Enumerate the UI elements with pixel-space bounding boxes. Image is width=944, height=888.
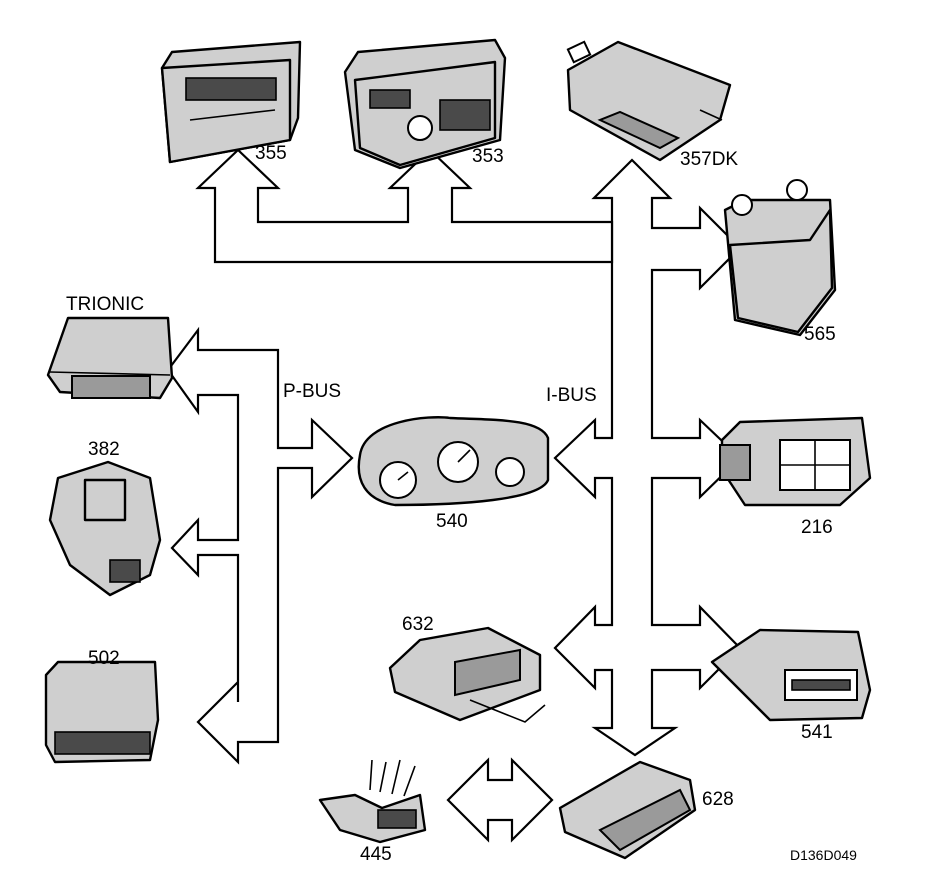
module-540-label: 540 bbox=[436, 511, 468, 532]
module-355-drawing bbox=[160, 40, 302, 164]
module-trionic-drawing bbox=[46, 316, 174, 400]
module-353-drawing bbox=[343, 38, 507, 170]
figure-code: D136D049 bbox=[790, 847, 857, 863]
module-541-label: 541 bbox=[801, 722, 833, 743]
module-216-label: 216 bbox=[801, 517, 833, 538]
module-382-drawing bbox=[48, 460, 162, 597]
module-216-drawing bbox=[719, 416, 872, 507]
module-353-label: 353 bbox=[472, 146, 504, 167]
module-445-drawing bbox=[318, 759, 427, 844]
top-bus-bar bbox=[195, 148, 614, 264]
p-bus-trunk bbox=[166, 326, 354, 765]
module-540-drawing bbox=[357, 416, 550, 507]
module-502-drawing bbox=[44, 660, 160, 764]
module-541-drawing bbox=[710, 628, 872, 722]
module-445-label: 445 bbox=[360, 844, 392, 865]
p-bus-network bbox=[166, 326, 354, 765]
module-382-label: 382 bbox=[88, 439, 120, 460]
module-628-label: 628 bbox=[702, 789, 734, 810]
module-565-drawing bbox=[723, 179, 837, 337]
module-trionic-label: TRIONIC bbox=[66, 294, 145, 315]
module-632-drawing bbox=[388, 626, 546, 723]
module-565-label: 565 bbox=[804, 324, 836, 345]
p-bus-label: P-BUS bbox=[283, 381, 342, 402]
diagnostic-link-arrow bbox=[446, 757, 554, 843]
module-357dk-label: 357DK bbox=[680, 149, 739, 170]
module-628-drawing bbox=[558, 760, 697, 860]
i-bus-label: I-BUS bbox=[546, 385, 597, 406]
module-357dk-drawing bbox=[566, 40, 732, 162]
module-502-label: 502 bbox=[88, 648, 120, 669]
module-632-label: 632 bbox=[402, 614, 434, 635]
module-355-label: 355 bbox=[255, 143, 287, 164]
